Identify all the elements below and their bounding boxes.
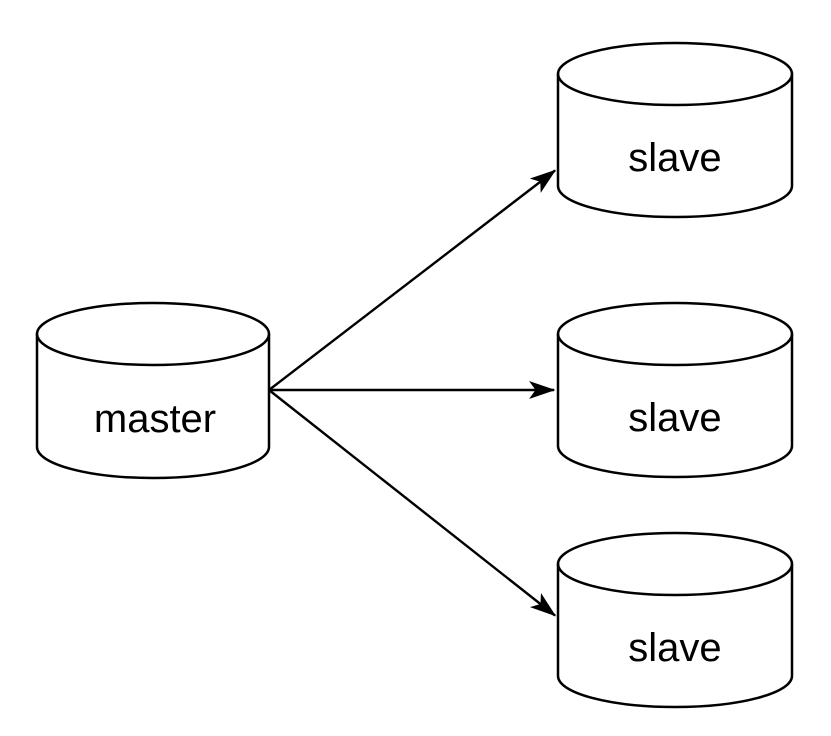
- cylinder-top-rim: [556, 333, 794, 367]
- cylinder-shape: [556, 301, 794, 479]
- edges-group: [268, 169, 557, 617]
- cylinder-shape: [35, 301, 271, 480]
- cylinder-shape: [556, 41, 794, 219]
- cylinder-top-rim: [556, 563, 794, 597]
- arrow-master-to-slave-3: [268, 389, 557, 617]
- cylinder-top-rim: [556, 73, 794, 107]
- node-label-master: master: [94, 397, 216, 441]
- arrow-master-to-slave-1: [268, 169, 557, 391]
- node-master: master: [35, 301, 271, 480]
- node-slave-3: slave: [556, 531, 794, 709]
- cylinder-top-rim: [35, 333, 271, 367]
- node-label-slave-1: slave: [628, 136, 721, 180]
- cylinder-shape: [556, 531, 794, 709]
- node-slave-1: slave: [556, 41, 794, 219]
- node-slave-2: slave: [556, 301, 794, 479]
- node-label-slave-3: slave: [628, 626, 721, 670]
- node-label-slave-2: slave: [628, 396, 721, 440]
